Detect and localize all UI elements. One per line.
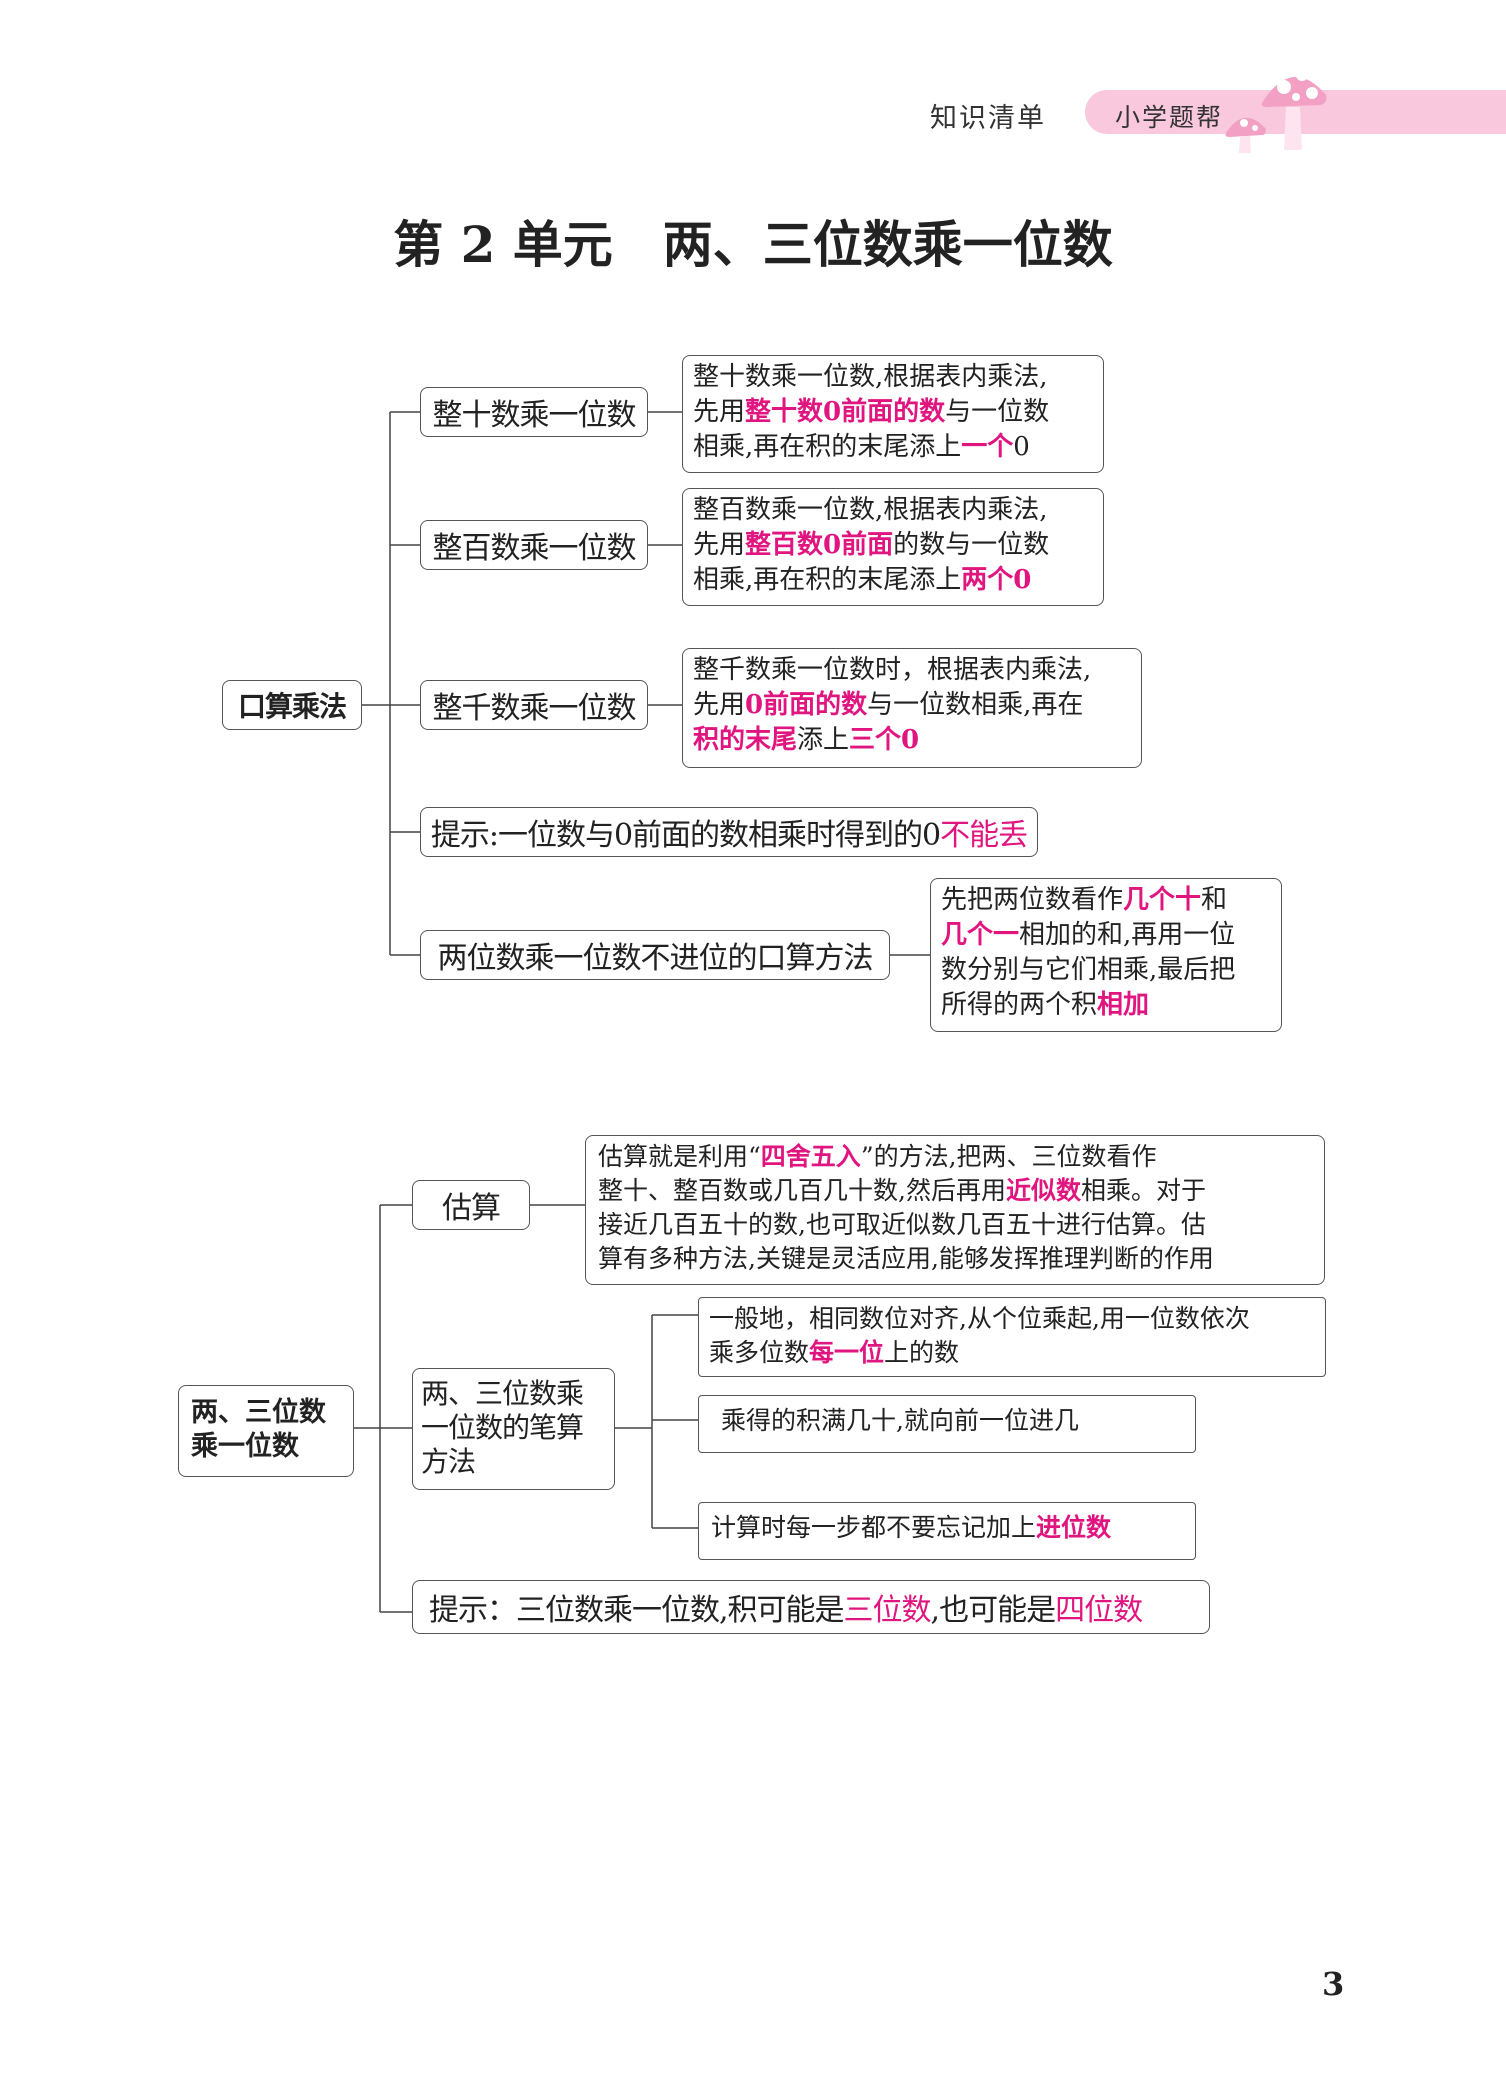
header-section-label: 知识清单 bbox=[930, 103, 1046, 134]
text-line: 整百数乘一位数,根据表内乘法, bbox=[693, 493, 1093, 528]
highlight-text: 一个 bbox=[961, 432, 1014, 462]
map2-written-line-1: 两、三位数乘 bbox=[421, 1377, 584, 1410]
map2-estimate-desc: 估算就是利用“四舍五入”的方法,把两、三位数看作整十、整百数或几百几十数,然后再… bbox=[585, 1135, 1325, 1285]
map2-estimate-label: 估算 bbox=[412, 1180, 530, 1230]
mushroom-icon bbox=[1225, 69, 1327, 153]
highlight-text: 三个0 bbox=[849, 725, 920, 755]
map2-written-label: 两、三位数乘 一位数的笔算 方法 bbox=[412, 1368, 615, 1490]
text-line: 相乘,再在积的末尾添上一个0 bbox=[693, 430, 1093, 465]
map1-item-1-label: 整百数乘一位数 bbox=[420, 520, 648, 570]
highlight-text: 三位数 bbox=[843, 1593, 932, 1628]
map2-written-item-0: 一般地，相同数位对齐,从个位乘起,用一位数依次乘多位数每一位上的数 bbox=[698, 1297, 1326, 1377]
text-segment: 和 bbox=[1201, 885, 1228, 915]
text-segment: 先用 bbox=[693, 530, 746, 560]
text-line: 几个一相加的和,再用一位 bbox=[941, 918, 1271, 953]
text-segment: 上的数 bbox=[884, 1338, 960, 1367]
map1-item-2-desc: 整千数乘一位数时，根据表内乘法,先用0前面的数与一位数相乘,再在积的末尾添上三个… bbox=[682, 648, 1142, 768]
text-line: 先把两位数看作几个十和 bbox=[941, 883, 1271, 918]
highlight-text: 四位数 bbox=[1055, 1593, 1143, 1628]
highlight-text: 几个一 bbox=[941, 920, 1020, 950]
text-segment: 相加的和,再用一位 bbox=[1019, 920, 1236, 950]
page-number: 3 bbox=[1322, 1965, 1345, 2003]
highlight-text: 四舍五入 bbox=[760, 1142, 861, 1171]
map2-written-line-2: 一位数的笔算 bbox=[421, 1411, 584, 1444]
text-segment: 接近几百五十的数,也可取近似数几百五十进行估算。估 bbox=[598, 1210, 1206, 1239]
text-segment: 0 bbox=[1013, 432, 1030, 462]
text-segment: 计算时每一步都不要忘记加上 bbox=[711, 1513, 1037, 1542]
text-segment: 添上 bbox=[797, 725, 850, 755]
highlight-text: 整百数0前面 bbox=[745, 530, 894, 560]
text-segment: 数分别与它们相乘,最后把 bbox=[941, 955, 1236, 985]
text-segment: ”的方法,把两、三位数看作 bbox=[860, 1142, 1157, 1171]
map2-tip: 提示：三位数乘一位数,积可能是三位数,也可能是四位数 bbox=[412, 1580, 1210, 1634]
text-segment: ,也可能是 bbox=[930, 1593, 1057, 1628]
text-line: 接近几百五十的数,也可取近似数几百五十进行估算。估 bbox=[598, 1208, 1312, 1242]
highlight-text: 整十数0前面的数 bbox=[745, 397, 946, 427]
text-line: 整千数乘一位数时，根据表内乘法, bbox=[693, 653, 1131, 688]
text-line: 整十、整百数或几百几十数,然后再用近似数相乘。对于 bbox=[598, 1174, 1312, 1208]
text-line: 先用整十数0前面的数与一位数 bbox=[693, 395, 1093, 430]
highlight-text: 两个0 bbox=[961, 565, 1032, 595]
text-segment: 相乘。对于 bbox=[1080, 1176, 1206, 1205]
text-segment: 乘得的积满几十,就向前一位进几 bbox=[721, 1406, 1079, 1435]
text-segment: 算有多种方法,关键是灵活应用,能够发挥推理判断的作用 bbox=[598, 1244, 1214, 1273]
text-line: 计算时每一步都不要忘记加上进位数 bbox=[711, 1505, 1183, 1551]
map2-written-item-2: 计算时每一步都不要忘记加上进位数 bbox=[698, 1502, 1196, 1560]
text-segment: 先把两位数看作 bbox=[941, 885, 1124, 915]
text-line: 先用0前面的数与一位数相乘,再在 bbox=[693, 688, 1131, 723]
map1-item-2-label: 整千数乘一位数 bbox=[420, 680, 648, 730]
map2-root-line-2: 乘一位数 bbox=[191, 1431, 299, 1462]
text-segment: 相乘,再在积的末尾添上 bbox=[693, 565, 962, 595]
text-segment: 先用 bbox=[693, 397, 746, 427]
text-segment: 相乘,再在积的末尾添上 bbox=[693, 432, 962, 462]
header-brand-label: 小学题帮 bbox=[1115, 103, 1224, 132]
page-title: 第 2 单元 两、三位数乘一位数 bbox=[393, 215, 1113, 274]
map1-item-0-desc: 整十数乘一位数,根据表内乘法,先用整十数0前面的数与一位数相乘,再在积的末尾添上… bbox=[682, 355, 1104, 473]
text-line: 先用整百数0前面的数与一位数 bbox=[693, 528, 1093, 563]
text-segment: 整百数乘一位数,根据表内乘法, bbox=[693, 495, 1048, 525]
text-line: 相乘,再在积的末尾添上两个0 bbox=[693, 563, 1093, 598]
text-line: 估算就是利用“四舍五入”的方法,把两、三位数看作 bbox=[598, 1140, 1312, 1174]
text-segment: 提示：三位数乘一位数,积可能是 bbox=[429, 1593, 845, 1628]
text-line: 所得的两个积相加 bbox=[941, 988, 1271, 1023]
map1-item-1-desc: 整百数乘一位数,根据表内乘法,先用整百数0前面的数与一位数相乘,再在积的末尾添上… bbox=[682, 488, 1104, 606]
text-line: 乘多位数每一位上的数 bbox=[709, 1336, 1315, 1370]
map1-tip-text: 提示:一位数与0前面的数相乘时得到的0 bbox=[430, 818, 941, 853]
map2-root-line-1: 两、三位数 bbox=[191, 1397, 326, 1428]
text-line: 整十数乘一位数,根据表内乘法, bbox=[693, 360, 1093, 395]
highlight-text: 积的末尾 bbox=[693, 725, 798, 755]
highlight-text: 近似数 bbox=[1005, 1176, 1081, 1205]
text-segment: 所得的两个积 bbox=[941, 990, 1098, 1020]
map1-item-4-desc: 先把两位数看作几个十和几个一相加的和,再用一位数分别与它们相乘,最后把所得的两个… bbox=[930, 878, 1282, 1032]
map2-root: 两、三位数 乘一位数 bbox=[178, 1385, 354, 1477]
text-line: 算有多种方法,关键是灵活应用,能够发挥推理判断的作用 bbox=[598, 1242, 1312, 1276]
text-segment: 整十数乘一位数,根据表内乘法, bbox=[693, 362, 1048, 392]
text-line: 乘得的积满几十,就向前一位进几 bbox=[721, 1398, 1173, 1444]
highlight-text: 0前面的数 bbox=[745, 690, 868, 720]
highlight-text: 进位数 bbox=[1036, 1513, 1112, 1542]
text-segment: 的数与一位数 bbox=[893, 530, 1050, 560]
highlight-text: 几个十 bbox=[1123, 885, 1202, 915]
map2-written-item-1: 乘得的积满几十,就向前一位进几 bbox=[698, 1395, 1196, 1453]
text-segment: 估算就是利用“ bbox=[598, 1142, 761, 1171]
text-line: 一般地，相同数位对齐,从个位乘起,用一位数依次 bbox=[709, 1302, 1315, 1336]
map1-item-0-label: 整十数乘一位数 bbox=[420, 387, 648, 437]
text-line: 积的末尾添上三个0 bbox=[693, 723, 1131, 758]
map1-item-4-label: 两位数乘一位数不进位的口算方法 bbox=[420, 930, 890, 980]
text-segment: 与一位数 bbox=[945, 397, 1050, 427]
highlight-text: 每一位 bbox=[809, 1338, 885, 1367]
map1-tip-highlight: 不能丢 bbox=[940, 818, 1028, 853]
text-segment: 一般地，相同数位对齐,从个位乘起,用一位数依次 bbox=[709, 1304, 1250, 1333]
highlight-text: 相加 bbox=[1097, 990, 1150, 1020]
text-segment: 整千数乘一位数时，根据表内乘法, bbox=[693, 655, 1092, 685]
map2-written-line-3: 方法 bbox=[421, 1445, 476, 1478]
text-segment: 先用 bbox=[693, 690, 746, 720]
map1-root: 口算乘法 bbox=[222, 680, 362, 730]
text-segment: 乘多位数 bbox=[709, 1338, 810, 1367]
text-segment: 与一位数相乘,再在 bbox=[867, 690, 1084, 720]
text-line: 数分别与它们相乘,最后把 bbox=[941, 953, 1271, 988]
text-segment: 整十、整百数或几百几十数,然后再用 bbox=[598, 1176, 1006, 1205]
